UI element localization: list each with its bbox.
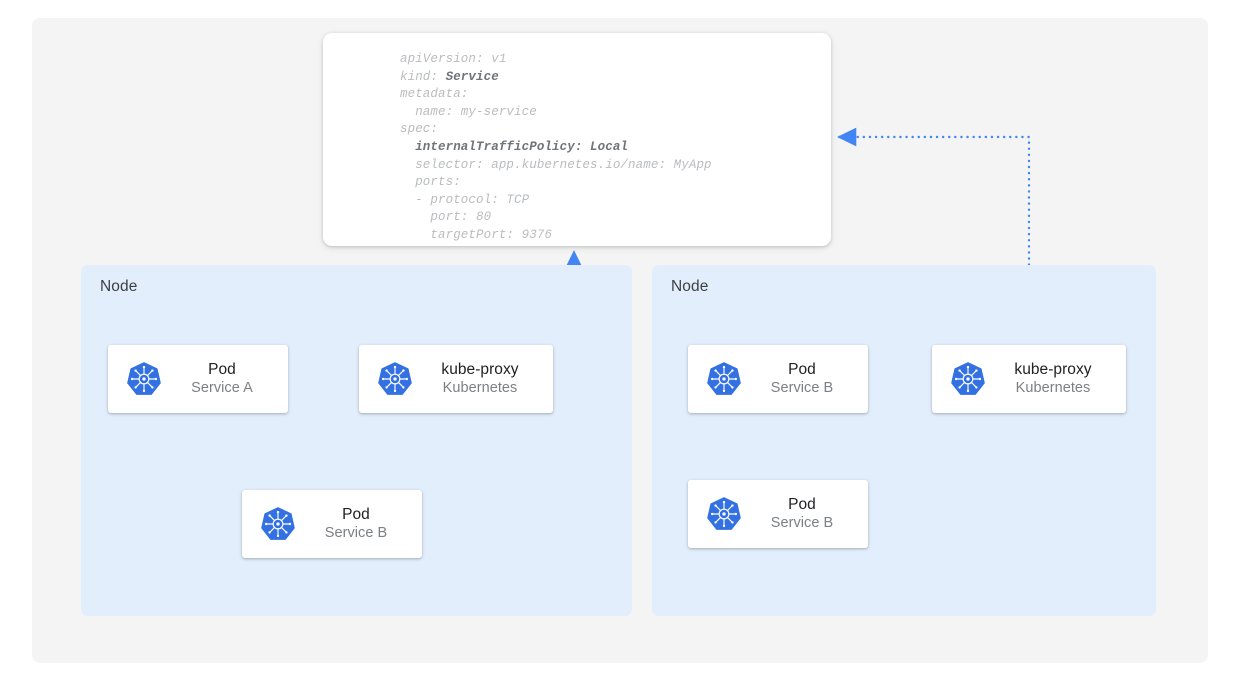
- kubernetes-icon: [260, 506, 296, 542]
- card-pod-service-b-right-1[interactable]: Pod Service B: [688, 345, 868, 413]
- card-subtitle: Service B: [324, 525, 388, 541]
- node-box-left: Node: [81, 265, 632, 616]
- card-pod-service-a[interactable]: Pod Service A: [108, 345, 288, 413]
- card-kube-proxy-right[interactable]: kube-proxy Kubernetes: [932, 345, 1126, 413]
- card-pod-service-b-right-2[interactable]: Pod Service B: [688, 480, 868, 548]
- card-title: Pod: [788, 361, 816, 378]
- card-title: Pod: [208, 361, 236, 378]
- service-manifest-panel: apiVersion: v1 kind: Service metadata: n…: [323, 33, 831, 246]
- kubernetes-icon: [950, 361, 986, 397]
- card-title: kube-proxy: [441, 361, 519, 378]
- kubernetes-icon: [126, 361, 162, 397]
- card-title: Pod: [342, 506, 370, 523]
- card-title: Pod: [788, 496, 816, 513]
- card-subtitle: Service B: [770, 380, 834, 396]
- card-pod-service-b-left[interactable]: Pod Service B: [242, 490, 422, 558]
- card-kube-proxy-left[interactable]: kube-proxy Kubernetes: [359, 345, 553, 413]
- node-label-left: Node: [100, 278, 138, 295]
- card-subtitle: Kubernetes: [442, 380, 518, 396]
- card-subtitle: Service B: [770, 515, 834, 531]
- node-box-right: Node: [652, 265, 1156, 616]
- kubernetes-icon: [377, 361, 413, 397]
- node-label-right: Node: [671, 278, 709, 295]
- kubernetes-icon: [706, 361, 742, 397]
- card-subtitle: Kubernetes: [1015, 380, 1091, 396]
- kubernetes-icon: [706, 496, 742, 532]
- service-manifest-code: apiVersion: v1 kind: Service metadata: n…: [400, 52, 712, 242]
- card-subtitle: Service A: [191, 380, 253, 396]
- card-title: kube-proxy: [1014, 361, 1092, 378]
